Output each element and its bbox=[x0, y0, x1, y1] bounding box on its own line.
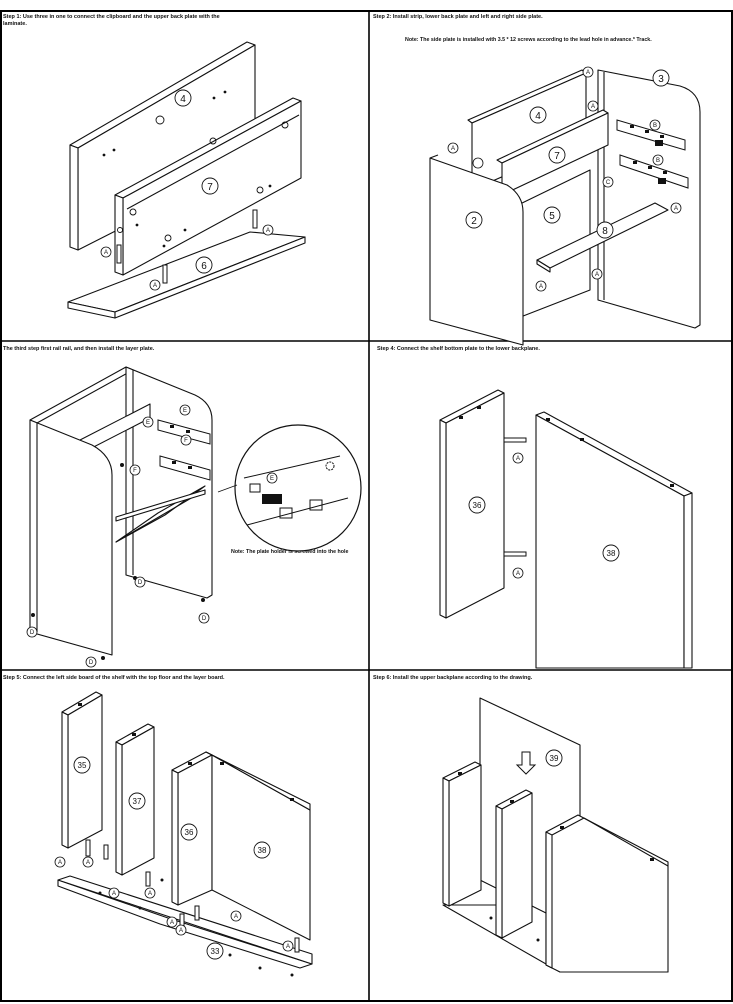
outer-frame bbox=[0, 10, 733, 1002]
part-7-label: 7 bbox=[554, 151, 560, 162]
hardware-a-label: A bbox=[86, 860, 90, 866]
hardware-a-label: A bbox=[674, 206, 678, 212]
part-7-label: 7 bbox=[207, 182, 213, 193]
board-2 bbox=[429, 157, 524, 346]
part-6-label: 6 bbox=[201, 261, 207, 272]
hardware-e-label: E bbox=[270, 476, 274, 482]
hardware-f-label: F bbox=[184, 438, 188, 444]
part-39-label: 39 bbox=[550, 754, 559, 763]
hardware-a-label: A bbox=[170, 920, 174, 926]
hardware-a-label: A bbox=[58, 860, 62, 866]
hardware-a-label: A bbox=[179, 928, 183, 934]
hardware-e-label: E bbox=[146, 420, 150, 426]
part-36-label: 36 bbox=[185, 828, 194, 837]
part-2-label: 2 bbox=[471, 216, 477, 227]
part-37-label: 37 bbox=[133, 797, 142, 806]
hardware-f-label: F bbox=[133, 468, 137, 474]
hardware-a-label: A bbox=[148, 891, 152, 897]
hardware-a-label: A bbox=[266, 228, 270, 234]
hardware-a-label: A bbox=[586, 70, 590, 76]
step-1-caption: Step 1: Use three in one to connect the … bbox=[3, 14, 220, 27]
hardware-e-label: E bbox=[183, 408, 187, 414]
hardware-a-label: A bbox=[104, 250, 108, 256]
step-6-caption: Step 6: Install the upper backplane acco… bbox=[373, 675, 533, 681]
hardware-a-label: A bbox=[595, 272, 599, 278]
step-4-caption: Step 4: Connect the shelf bottom plate t… bbox=[377, 346, 540, 352]
part-4-label: 4 bbox=[535, 111, 541, 122]
hardware-a-label: A bbox=[112, 891, 116, 897]
hardware-b-label: B bbox=[653, 123, 657, 129]
step-2-note: Note: The side plate is installed with 3… bbox=[405, 37, 652, 43]
part-5-label: 5 bbox=[549, 211, 555, 222]
step-3-note: Note: The plate holder is screwed into t… bbox=[231, 549, 349, 555]
part-8-label: 8 bbox=[602, 226, 608, 237]
part-36-label: 36 bbox=[473, 501, 482, 510]
hardware-a-label: A bbox=[451, 146, 455, 152]
hardware-c-label: C bbox=[606, 180, 611, 186]
hardware-d-label: D bbox=[138, 580, 143, 586]
board-3 bbox=[597, 69, 701, 329]
part-4-label: 4 bbox=[180, 94, 186, 105]
step-2-caption: Step 2: Install strip, lower back plate … bbox=[373, 14, 543, 20]
hardware-a-label: A bbox=[153, 283, 157, 289]
hardware-a-label: A bbox=[539, 284, 543, 290]
part-35-label: 35 bbox=[78, 761, 87, 770]
part-38-label: 38 bbox=[607, 549, 616, 558]
hardware-d-label: D bbox=[202, 616, 207, 622]
hardware-a-label: A bbox=[516, 571, 520, 577]
hardware-a-label: A bbox=[516, 456, 520, 462]
down-arrow-icon bbox=[515, 751, 537, 775]
part-38-label: 38 bbox=[258, 846, 267, 855]
step-5-caption: Step 5: Connect the left side board of t… bbox=[3, 675, 225, 681]
cabinet-left-side bbox=[29, 419, 113, 656]
hardware-d-label: D bbox=[89, 660, 94, 666]
part-33-label: 33 bbox=[211, 947, 220, 956]
step-3-caption: The third step first rail rail, and then… bbox=[3, 346, 155, 352]
plate-holder-detail: E bbox=[217, 424, 362, 552]
hardware-b-label: B bbox=[656, 158, 660, 164]
hardware-a-label: A bbox=[234, 914, 238, 920]
part-3-label: 3 bbox=[658, 74, 664, 85]
hardware-d-label: D bbox=[30, 630, 35, 636]
hardware-a-label: A bbox=[286, 944, 290, 950]
hardware-a-label: A bbox=[591, 104, 595, 110]
